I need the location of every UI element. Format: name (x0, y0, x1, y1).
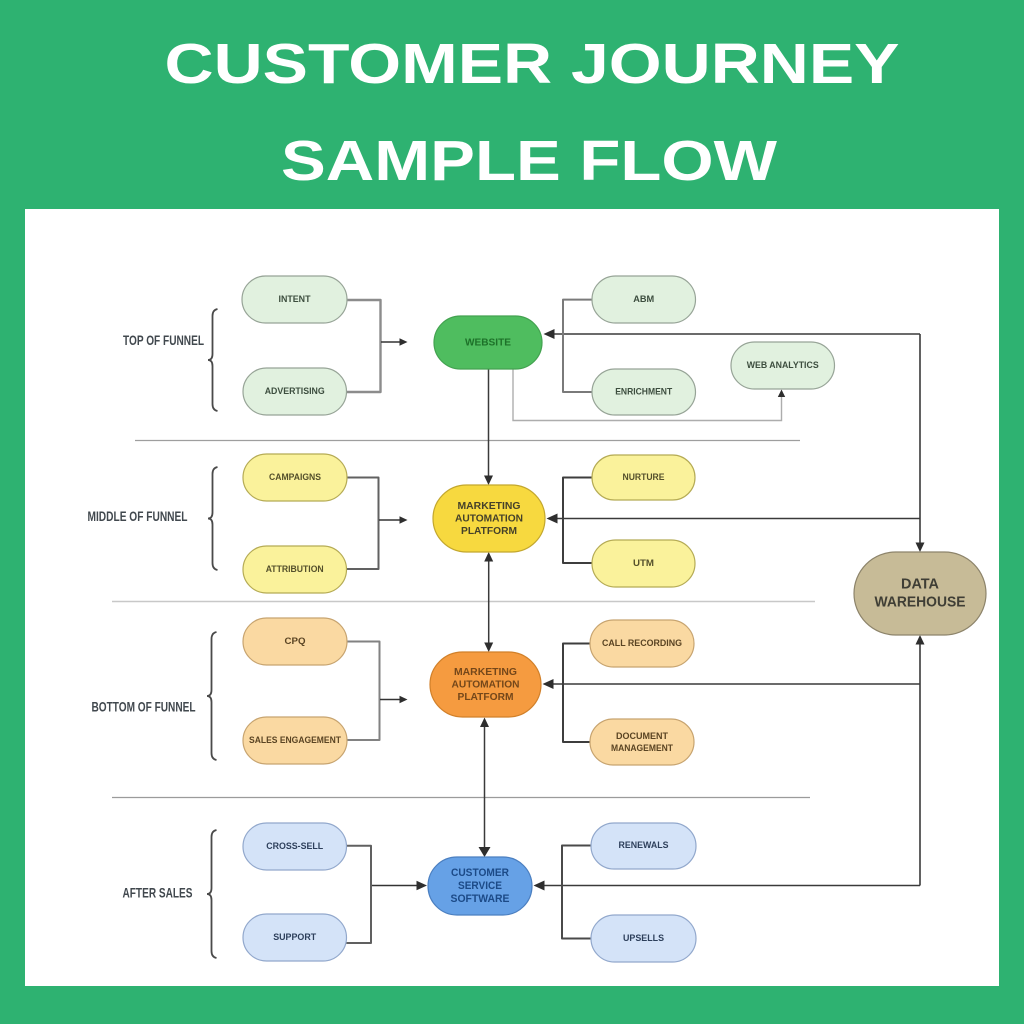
svg-text:CUSTOMER JOURNEY: CUSTOMER JOURNEY (165, 32, 900, 96)
svg-text:INTENT: INTENT (279, 294, 311, 305)
svg-text:UPSELLS: UPSELLS (623, 933, 665, 944)
svg-text:SAMPLE FLOW: SAMPLE FLOW (281, 129, 777, 193)
svg-text:DOCUMENT: DOCUMENT (616, 731, 668, 742)
svg-text:WAREHOUSE: WAREHOUSE (875, 594, 966, 611)
svg-text:CPQ: CPQ (285, 636, 307, 647)
svg-text:NURTURE: NURTURE (623, 472, 666, 483)
svg-text:BOTTOM OF FUNNEL: BOTTOM OF FUNNEL (92, 699, 196, 715)
svg-text:TOP OF FUNNEL: TOP OF FUNNEL (123, 332, 204, 348)
svg-text:CALL RECORDING: CALL RECORDING (602, 638, 682, 649)
svg-text:MARKETING: MARKETING (454, 666, 517, 678)
svg-text:CAMPAIGNS: CAMPAIGNS (269, 472, 322, 483)
svg-text:ENRICHMENT: ENRICHMENT (615, 387, 672, 398)
svg-text:AUTOMATION: AUTOMATION (455, 513, 523, 525)
svg-text:MIDDLE OF FUNNEL: MIDDLE OF FUNNEL (88, 508, 188, 524)
svg-text:SALES ENGAGEMENT: SALES ENGAGEMENT (249, 735, 341, 746)
svg-text:WEBSITE: WEBSITE (465, 337, 511, 349)
svg-text:SUPPORT: SUPPORT (273, 932, 316, 943)
svg-text:PLATFORM: PLATFORM (461, 525, 517, 537)
svg-text:UTM: UTM (633, 558, 654, 569)
svg-text:RENEWALS: RENEWALS (619, 840, 670, 851)
svg-text:ABM: ABM (633, 294, 654, 305)
svg-text:CUSTOMER: CUSTOMER (451, 867, 509, 879)
svg-text:ADVERTISING: ADVERTISING (265, 386, 325, 397)
svg-text:PLATFORM: PLATFORM (458, 691, 514, 703)
svg-text:ATTRIBUTION: ATTRIBUTION (266, 564, 324, 575)
svg-text:SOFTWARE: SOFTWARE (451, 893, 510, 905)
svg-text:MARKETING: MARKETING (458, 500, 521, 512)
svg-text:CROSS-SELL: CROSS-SELL (266, 841, 323, 852)
svg-text:WEB ANALYTICS: WEB ANALYTICS (747, 360, 820, 371)
svg-text:SERVICE: SERVICE (458, 880, 502, 892)
svg-text:MANAGEMENT: MANAGEMENT (611, 743, 673, 754)
svg-text:AUTOMATION: AUTOMATION (452, 679, 520, 691)
svg-text:DATA: DATA (901, 576, 939, 593)
svg-text:AFTER SALES: AFTER SALES (123, 885, 193, 901)
